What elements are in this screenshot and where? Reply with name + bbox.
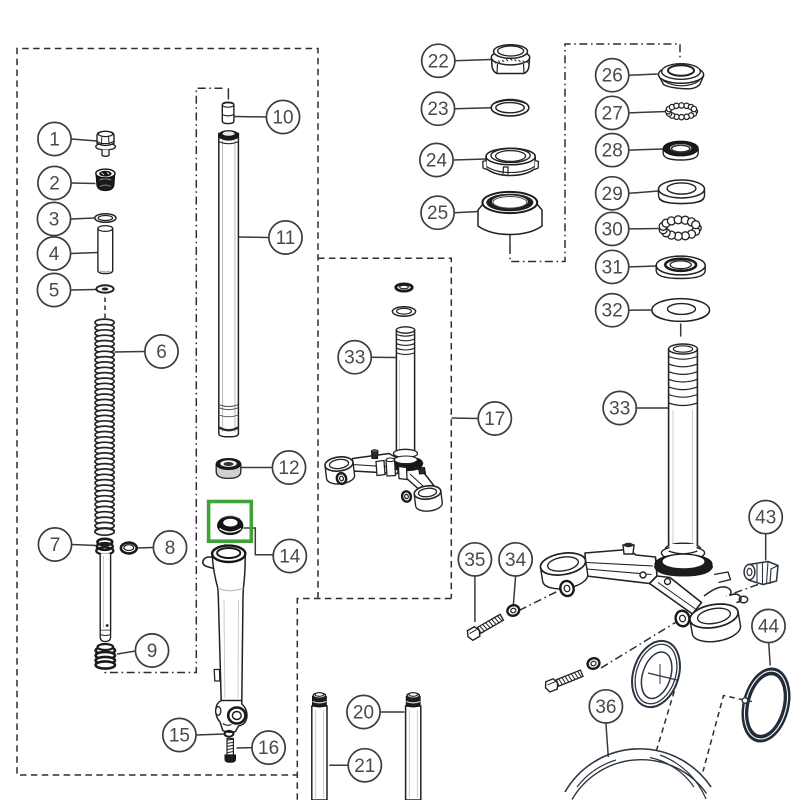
svg-text:1: 1 [49, 130, 60, 151]
svg-text:44: 44 [758, 617, 780, 638]
svg-text:27: 27 [602, 103, 623, 124]
svg-text:35: 35 [464, 550, 485, 571]
svg-text:33: 33 [344, 348, 365, 369]
svg-text:21: 21 [354, 756, 375, 777]
svg-text:29: 29 [602, 184, 623, 205]
svg-text:20: 20 [353, 703, 374, 724]
svg-text:36: 36 [595, 697, 616, 718]
svg-text:32: 32 [602, 301, 623, 322]
svg-text:11: 11 [276, 228, 296, 249]
svg-text:9: 9 [147, 641, 158, 662]
svg-text:6: 6 [156, 342, 167, 363]
svg-text:4: 4 [49, 244, 60, 265]
svg-text:34: 34 [505, 550, 527, 571]
svg-text:17: 17 [484, 409, 505, 430]
svg-text:26: 26 [602, 66, 623, 87]
svg-text:10: 10 [272, 108, 293, 129]
svg-text:14: 14 [279, 547, 301, 568]
svg-text:16: 16 [258, 738, 279, 759]
svg-text:15: 15 [169, 726, 190, 747]
svg-text:23: 23 [427, 99, 448, 120]
svg-text:33: 33 [609, 399, 630, 420]
svg-text:24: 24 [426, 151, 448, 172]
svg-text:3: 3 [49, 210, 60, 231]
svg-text:31: 31 [602, 257, 623, 278]
svg-text:28: 28 [602, 141, 623, 162]
svg-text:25: 25 [427, 203, 448, 224]
svg-text:5: 5 [49, 281, 60, 302]
svg-text:43: 43 [755, 508, 776, 529]
svg-text:22: 22 [428, 51, 449, 72]
svg-text:30: 30 [602, 219, 623, 240]
svg-text:2: 2 [49, 174, 60, 195]
svg-text:12: 12 [278, 458, 299, 479]
svg-text:8: 8 [165, 538, 176, 559]
svg-text:7: 7 [50, 535, 61, 556]
